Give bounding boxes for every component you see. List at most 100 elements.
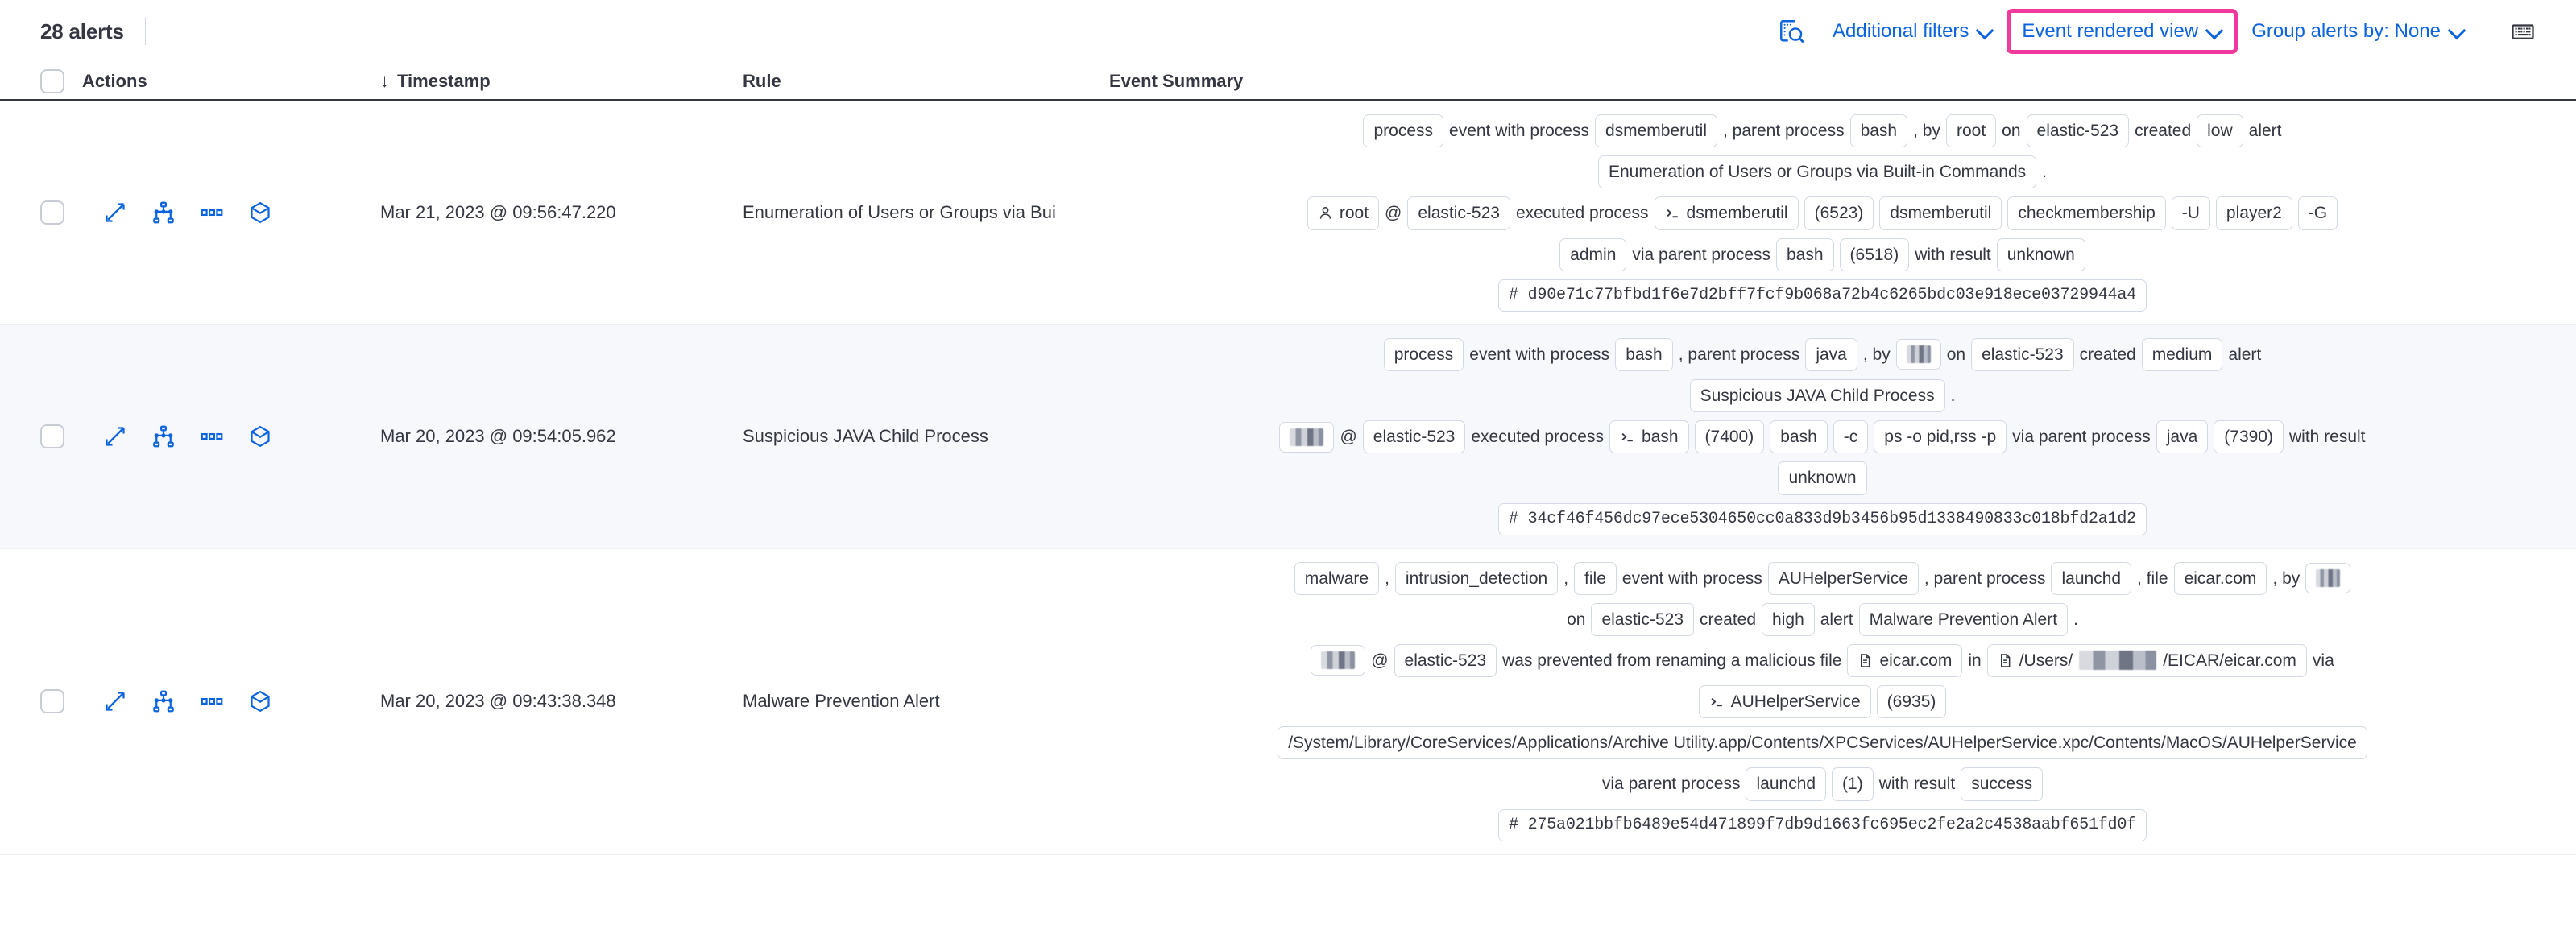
summary-chip[interactable]: unknown [1996,238,2085,271]
summary-chip[interactable]: (6518) [1839,238,1910,271]
summary-chip[interactable]: bash [1849,114,1908,148]
summary-chip[interactable] [1311,645,1366,676]
row-select-cell [40,689,82,714]
summary-chip[interactable]: low [2197,114,2243,148]
more-actions-icon[interactable] [200,689,224,713]
summary-chip[interactable]: bash [1615,337,1673,371]
event-rendered-view-button[interactable]: Event rendered view [2022,20,2222,43]
summary-chip[interactable]: intrusion_detection [1394,561,1559,595]
summary-text: created [1700,610,1757,629]
summary-chip[interactable]: eicar.com [2173,561,2267,595]
summary-chip[interactable]: # 275a021bbfb6489e54d471899f7db9d1663fc6… [1498,808,2147,841]
summary-chip[interactable]: root [1307,196,1380,230]
summary-chip[interactable] [1279,421,1335,453]
summary-chip[interactable]: elastic-523 [1407,196,1510,230]
group-alerts-by-button[interactable]: Group alerts by: None [2237,12,2479,51]
summary-chip[interactable]: checkmembership [2007,196,2166,230]
row-select-checkbox[interactable] [40,424,64,449]
summary-chip[interactable]: (6523) [1804,196,1874,230]
keyboard-icon[interactable] [2507,15,2539,48]
inspect-search-icon[interactable] [1770,10,1813,53]
summary-chip[interactable]: dsmemberutil [1879,196,2002,230]
summary-chip[interactable]: process [1363,114,1444,148]
summary-text: executed process [1515,204,1649,223]
summary-chip[interactable]: success [1961,767,2044,801]
summary-chip[interactable]: java [1805,337,1857,371]
summary-chip[interactable]: (6935) [1876,685,1947,719]
summary-chip[interactable]: /System/Library/CoreServices/Application… [1278,726,2367,760]
summary-chip[interactable]: dsmemberutil [1654,196,1799,230]
user-icon [1318,205,1333,221]
summary-chip[interactable]: process [1383,337,1464,371]
summary-chip[interactable] [2305,563,2351,594]
header-rule[interactable]: Rule [743,71,1109,92]
summary-chip[interactable]: AUHelperService [1767,561,1919,595]
summary-chip[interactable]: dsmemberutil [1594,114,1717,148]
more-actions-icon[interactable] [200,424,224,448]
summary-chip[interactable]: launchd [2051,561,2132,595]
summary-chip[interactable]: elastic-523 [2026,114,2130,148]
header-timestamp[interactable]: ↓ Timestamp [380,71,743,92]
summary-chip[interactable]: bash [1775,238,1834,271]
summary-chip[interactable]: admin [1559,238,1627,271]
summary-chip[interactable]: malware [1294,561,1380,595]
summary-chip[interactable]: AUHelperService [1698,685,1871,719]
summary-chip[interactable]: bash [1770,420,1828,454]
analyzer-icon[interactable] [151,424,176,448]
summary-chip[interactable]: /Users//EICAR/eicar.com [1986,643,2307,678]
summary-chip[interactable]: file [1574,561,1617,595]
summary-chip[interactable]: bash [1609,420,1689,454]
summary-chip[interactable]: elastic-523 [1362,420,1466,454]
summary-chip[interactable]: java [2156,420,2209,454]
summary-chip[interactable]: ps -o pid,rss -p [1874,420,2007,454]
expand-icon[interactable] [103,200,127,225]
summary-chip[interactable]: (7400) [1694,420,1765,454]
summary-chip[interactable]: unknown [1778,461,1867,495]
summary-chip[interactable]: launchd [1746,767,1827,801]
summary-chip[interactable]: Malware Prevention Alert [1858,602,2069,636]
more-actions-icon[interactable] [200,200,224,225]
summary-chip[interactable]: Enumeration of Users or Groups via Built… [1597,155,2037,189]
select-all-checkbox[interactable] [40,68,64,93]
session-view-icon[interactable] [248,689,272,713]
summary-chip[interactable]: -U [2171,196,2210,230]
summary-chip[interactable]: player2 [2215,196,2292,230]
summary-chip[interactable]: root [1945,114,1997,148]
expand-icon[interactable] [103,689,127,713]
summary-chip[interactable]: Suspicious JAVA Child Process [1689,378,1945,413]
summary-text: , file [2137,568,2168,588]
analyzer-icon[interactable] [151,200,176,225]
session-view-icon[interactable] [248,424,272,448]
additional-filters-button[interactable]: Additional filters [1818,12,2007,51]
row-rule-name[interactable]: Malware Prevention Alert [743,691,940,712]
row-select-cell [40,200,82,225]
summary-chip[interactable]: # 34cf46f456dc97ece5304650cc0a833d9b3456… [1498,502,2147,535]
summary-chip[interactable] [1895,339,1941,370]
summary-chip[interactable]: eicar.com [1847,643,1963,678]
row-select-checkbox[interactable] [40,689,64,714]
summary-chip[interactable]: elastic-523 [1971,337,2074,371]
alerts-table: Actions ↓ Timestamp Rule Event Summary M… [0,63,2576,855]
summary-chip[interactable]: -G [2297,196,2338,230]
row-select-cell [40,424,82,449]
summary-chip[interactable]: # d90e71c77bfbd1f6e7d2bff7fcf9b068a72b4c… [1498,279,2147,312]
summary-chip[interactable]: elastic-523 [1394,643,1497,678]
header-event-summary[interactable]: Event Summary [1109,71,2536,92]
expand-icon[interactable] [103,424,127,448]
chip-label-suffix: /EICAR/eicar.com [2163,651,2296,670]
summary-chip[interactable]: -c [1833,420,1869,454]
summary-chip[interactable]: (7390) [2214,420,2284,454]
summary-chip[interactable]: elastic-523 [1591,602,1694,636]
row-actions-cell [82,424,380,448]
session-view-icon[interactable] [248,200,272,225]
summary-chip[interactable]: medium [2141,337,2223,371]
summary-chip[interactable]: (1) [1832,767,1874,801]
summary-chip[interactable]: high [1762,602,1815,636]
analyzer-icon[interactable] [151,689,176,713]
row-rule-name[interactable]: Suspicious JAVA Child Process [743,426,988,447]
row-select-checkbox[interactable] [40,200,64,225]
row-rule-name[interactable]: Enumeration of Users or Groups via Bui [743,202,1056,223]
